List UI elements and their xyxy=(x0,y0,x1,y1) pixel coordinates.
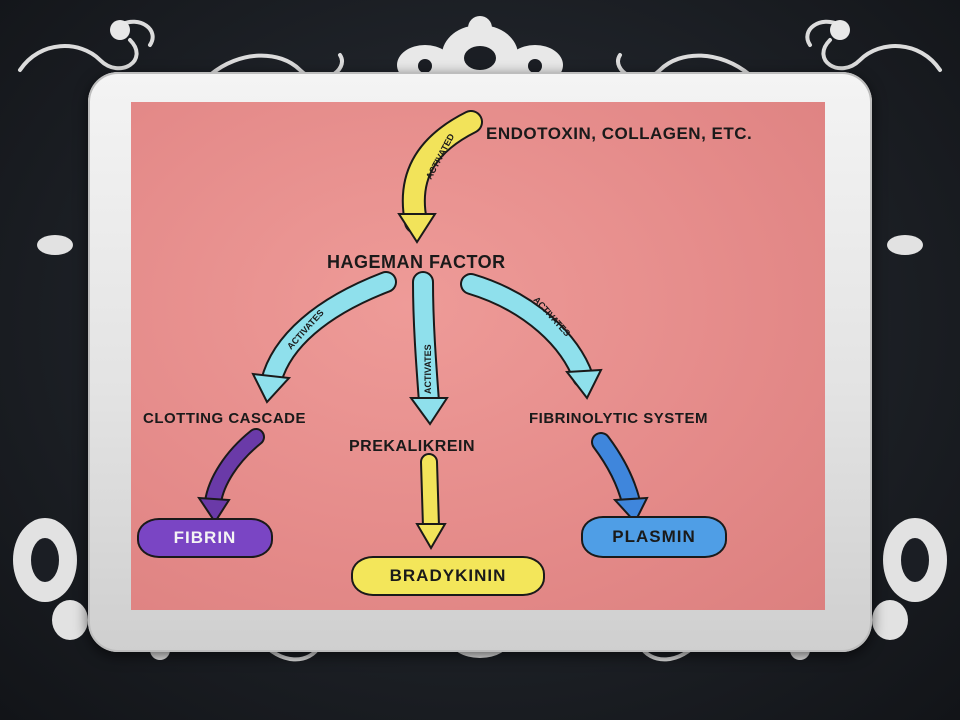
pill-bradykinin: BRADYKININ xyxy=(351,556,545,596)
node-hageman-factor: HAGEMAN FACTOR xyxy=(327,252,506,272)
arrow-to-prekalikrein xyxy=(414,273,438,411)
arrow-to-bradykinin xyxy=(422,455,438,534)
node-fibrinolytic-system: FIBRINOLYTIC SYSTEM xyxy=(529,410,708,427)
diagram-arrows: ACTIVATED ACTIVATES ACTIVATES ACTIVATES xyxy=(197,110,649,550)
arrow-to-plasmin xyxy=(593,434,639,510)
right-ornament-icon xyxy=(872,235,947,640)
pill-fibrin: FIBRIN xyxy=(137,518,273,558)
pill-plasmin: PLASMIN xyxy=(581,516,727,558)
arrow-to-fibrin xyxy=(206,430,263,509)
arrow-to-clotting xyxy=(262,273,395,391)
arrow-label-activates-middle: ACTIVATES xyxy=(423,344,433,394)
left-ornament-icon xyxy=(13,235,88,640)
node-source: ENDOTOXIN, COLLAGEN, ETC. xyxy=(486,124,753,143)
node-clotting-cascade: CLOTTING CASCADE xyxy=(143,410,306,427)
diagram-image: ACTIVATED ACTIVATES ACTIVATES ACTIVATES xyxy=(131,102,825,610)
arrow-to-fibrinolytic xyxy=(462,275,592,386)
top-ornament-icon xyxy=(18,16,942,85)
node-prekalikrein: PREKALIKREIN xyxy=(349,438,476,455)
